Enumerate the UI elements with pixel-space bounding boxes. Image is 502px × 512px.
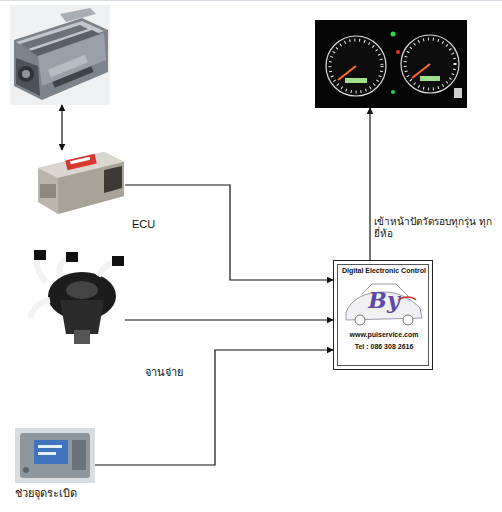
illustration-detail — [23, 467, 29, 473]
illustration-detail — [420, 76, 440, 81]
illustration-detail — [60, 8, 96, 22]
engine-photo — [10, 5, 110, 105]
dashboard-illustration — [315, 20, 467, 108]
connector-arrow — [61, 105, 62, 150]
illustration-detail — [454, 88, 462, 98]
illustration-detail — [66, 252, 78, 262]
illustration-detail — [38, 452, 56, 455]
connector-arrow — [125, 319, 333, 320]
illustration-detail — [10, 5, 110, 105]
illustration-detail — [38, 152, 124, 214]
illustration-detail — [16, 58, 40, 96]
illustration-detail — [403, 315, 413, 325]
illustration-detail — [391, 90, 395, 94]
illustration-detail — [355, 315, 365, 325]
illustration-detail — [14, 18, 108, 100]
top-rule — [0, 0, 502, 1]
dashboard-photo — [315, 20, 467, 108]
part-label: ECU — [132, 218, 155, 231]
phone-text: Tel : 086 308 2616 — [334, 343, 434, 351]
illustration-detail — [405, 39, 455, 89]
illustration-detail — [18, 66, 34, 82]
illustration-detail — [30, 300, 50, 318]
illustration-detail — [326, 36, 386, 96]
illustration-detail — [60, 300, 104, 334]
illustration-detail — [391, 32, 396, 37]
illustration-detail — [66, 281, 98, 299]
illustration-detail — [38, 445, 62, 448]
igniter-photo: ช่วยจุดระเบิด — [15, 428, 95, 483]
illustration-detail — [396, 50, 400, 54]
box-title: Digital Electronic Control — [334, 267, 434, 275]
illustration-detail — [70, 157, 90, 164]
illustration-detail — [52, 66, 93, 87]
control-box: Digital Electronic ControlBy www.puiservi… — [333, 260, 433, 370]
illustration-detail — [72, 440, 86, 470]
logo-text: By — [334, 288, 434, 313]
illustration-detail — [22, 70, 30, 78]
illustration-detail — [412, 64, 430, 78]
illustration-detail — [74, 330, 90, 344]
distributor-photo: จานจ่าย — [28, 255, 125, 345]
illustration-detail — [315, 20, 467, 108]
distributor-illustration — [30, 250, 124, 344]
illustration-detail — [345, 78, 367, 83]
ecu-illustration — [38, 152, 124, 214]
part-label: ช่วยจุดระเบิด — [15, 487, 77, 500]
illustration-detail — [34, 250, 46, 260]
connector-arrow — [95, 350, 333, 465]
illustration-detail — [20, 433, 90, 478]
illustration-detail — [401, 35, 459, 93]
illustration-detail — [65, 154, 96, 170]
illustration-detail — [104, 166, 122, 193]
illustration-detail — [330, 40, 382, 92]
illustration-detail — [338, 66, 356, 80]
illustration-detail — [40, 184, 56, 198]
igniter-illustration — [15, 428, 95, 483]
illustration-detail — [34, 440, 68, 464]
illustration-detail — [15, 428, 95, 483]
control-box-fill — [333, 260, 433, 370]
illustration-detail — [112, 256, 124, 266]
connector-arrow — [369, 108, 370, 260]
part-label: จานจ่าย — [145, 366, 183, 379]
illustration-detail — [398, 297, 416, 300]
engine-illustration — [10, 5, 110, 105]
website-text: www.puiservice.com — [334, 331, 434, 339]
ecu-photo: ECU — [35, 150, 125, 215]
edge-label: เข้าหน้าปัดวัดรอบทุกรุ่น ทุกยี่ห้อ — [374, 216, 500, 239]
connector-arrow — [125, 185, 333, 280]
